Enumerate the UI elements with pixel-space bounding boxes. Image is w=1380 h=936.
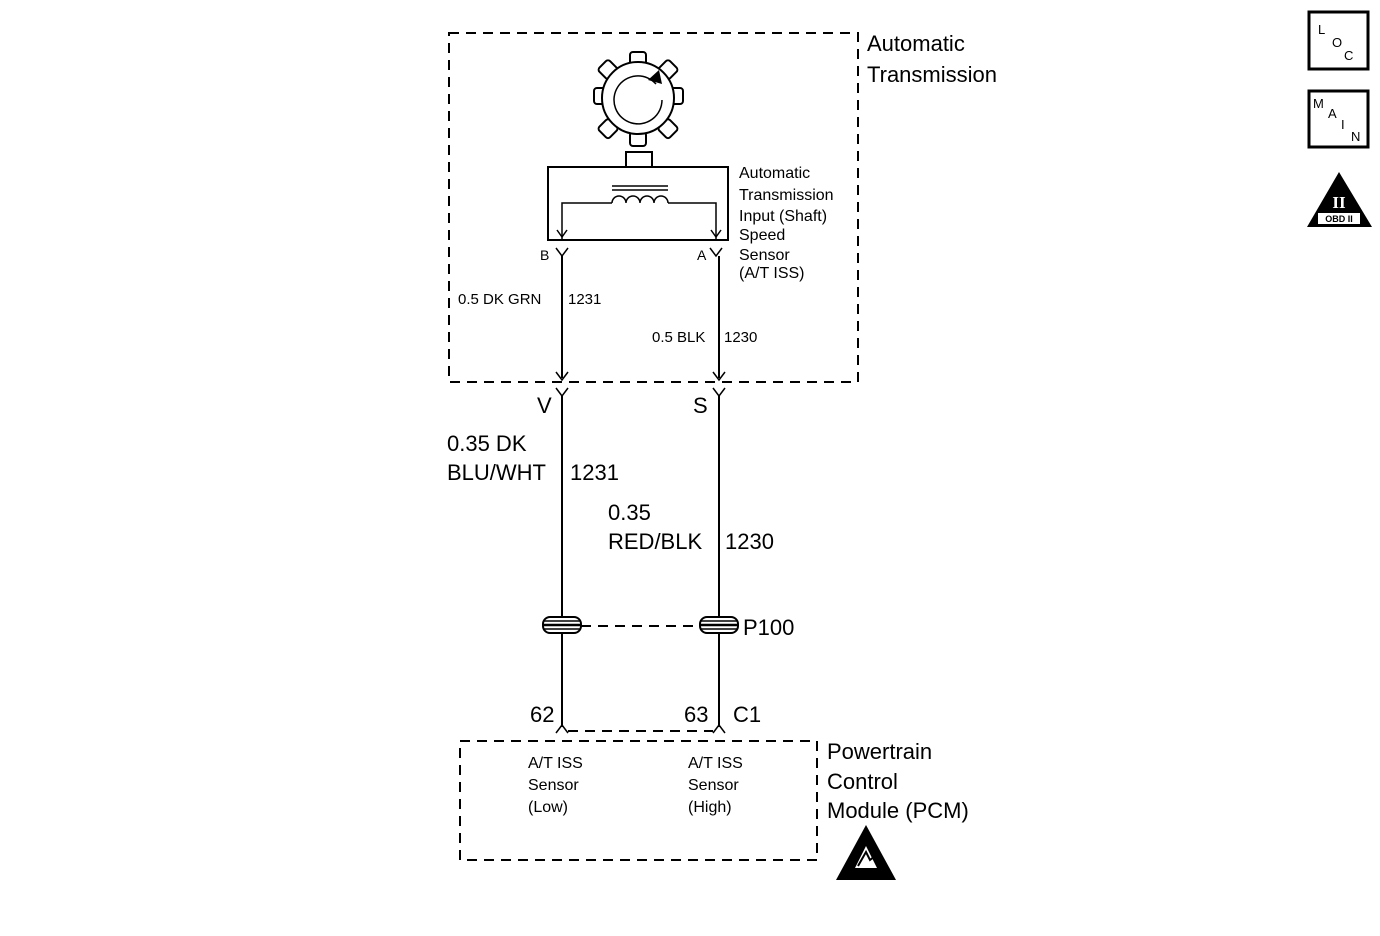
svg-text:M: M [1313, 96, 1324, 111]
transmission-title-line1: Automatic [867, 31, 965, 56]
transmission-box [448, 32, 859, 383]
wire-1230-internal-circuit: 1230 [724, 329, 757, 346]
pcm-pin-63-terminal [712, 723, 726, 734]
sensor-label-line6: (A/T ISS) [739, 265, 805, 282]
esd-warning-icon [836, 825, 896, 880]
svg-text:II: II [1332, 193, 1346, 212]
sensor-tip [625, 151, 653, 168]
wire-1230-internal-color: 0.5 BLK [652, 329, 705, 346]
obd-ii-icon[interactable]: II OBD II [1307, 172, 1372, 227]
pcm-input-high-line2: Sensor [688, 777, 739, 794]
sensor-pin-b: B [540, 247, 549, 263]
sensor-label-line4: Speed [739, 227, 785, 244]
pcm-pin-63: 63 [684, 702, 708, 727]
wire-1230-color-line2: RED/BLK [608, 529, 702, 554]
pcm-title-line3: Module (PCM) [827, 798, 969, 823]
main-icon[interactable]: M A I N [1307, 89, 1370, 149]
svg-text:N: N [1351, 129, 1360, 144]
loc-icon[interactable]: L O C [1307, 10, 1370, 71]
wire-1231-circuit: 1231 [570, 460, 619, 485]
pcm-input-high-line1: A/T ISS [688, 755, 743, 772]
sensor-pin-a: A [697, 247, 707, 263]
wire-1231-internal-color: 0.5 DK GRN [458, 291, 541, 308]
reluctor-wheel-icon [593, 51, 684, 147]
pcm-title-line1: Powertrain [827, 739, 932, 764]
sensor-pin-a-terminal [709, 247, 723, 258]
sensor-coil-icon [556, 185, 722, 240]
transmission-title-line2: Transmission [867, 62, 997, 87]
svg-text:I: I [1341, 117, 1345, 132]
inline-connector-label: P100 [743, 615, 794, 640]
connector-pin-v: V [537, 393, 552, 418]
pcm-input-high-line3: (High) [688, 799, 732, 816]
svg-text:OBD II: OBD II [1325, 214, 1353, 224]
pcm-box [459, 740, 818, 861]
svg-text:A: A [1328, 106, 1337, 121]
pcm-pin-62-terminal [555, 723, 569, 734]
pcm-input-low-line2: Sensor [528, 777, 579, 794]
pcm-input-low-line3: (Low) [528, 799, 568, 816]
sensor-label-line3: Input (Shaft) [739, 208, 827, 225]
svg-text:O: O [1332, 35, 1342, 50]
wire-1231-color-line2: BLU/WHT [447, 460, 546, 485]
pcm-input-low-line1: A/T ISS [528, 755, 583, 772]
wire-1231-color-line1: 0.35 DK [447, 431, 527, 456]
sensor-label-line5: Sensor [739, 247, 790, 264]
pcm-connector-c1: C1 [733, 702, 761, 727]
pcm-title-line2: Control [827, 769, 898, 794]
inline-connector-p100 [542, 616, 739, 634]
wire-1231-internal-circuit: 1231 [568, 291, 601, 308]
sensor-label-line2: Transmission [739, 187, 834, 204]
svg-text:L: L [1318, 22, 1325, 37]
svg-text:C: C [1344, 48, 1353, 63]
sensor-label-line1: Automatic [739, 165, 810, 182]
connector-pin-s: S [693, 393, 708, 418]
wire-1230-color-line1: 0.35 [608, 500, 651, 525]
pcm-pin-62: 62 [530, 702, 554, 727]
sensor-pin-b-terminal [555, 247, 569, 258]
wire-1230-circuit: 1230 [725, 529, 774, 554]
